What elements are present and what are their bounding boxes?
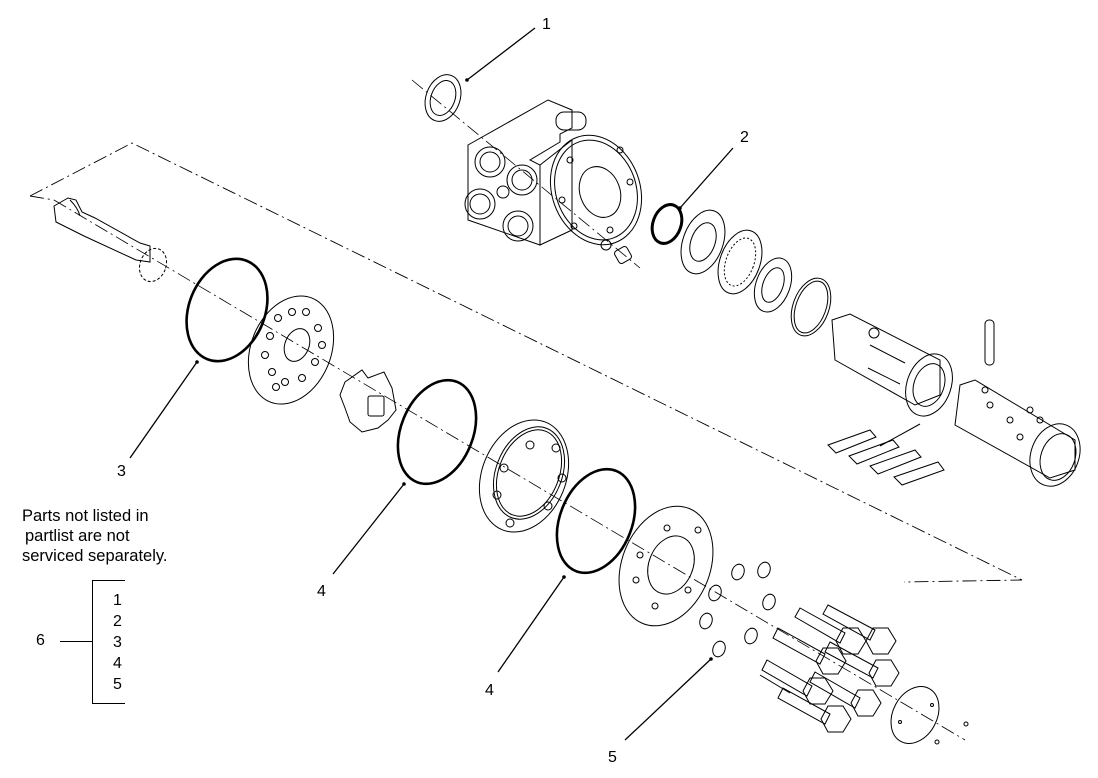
o-ring-2 [650,203,684,245]
callout-4a: 4 [317,583,326,600]
kit-item: 3 [113,634,122,651]
washers [699,561,776,658]
cap-screws [759,604,900,733]
kit-item: 5 [113,676,122,693]
cardan-shaft [53,197,168,283]
o-ring-4b [555,467,637,575]
note-line-3: serviced separately. [22,547,168,565]
spool [831,313,953,417]
center-axis [53,79,966,741]
callout-2: 2 [740,129,749,146]
kit-label: 6 [36,632,45,649]
gear-ring [478,419,570,533]
callout-5: 5 [608,749,617,766]
o-ring-4a [396,378,478,486]
leader-dots [195,78,713,661]
name-plate [890,686,969,745]
gear-rotor [339,369,397,433]
cross-pin [984,319,995,366]
service-note: Parts not listed in partlist are not ser… [22,506,168,566]
assembly-boundary [29,142,1023,583]
note-line-1: Parts not listed in [22,507,149,525]
kit-bracket: 1 2 3 4 5 [92,580,125,704]
callout-3: 3 [117,463,126,480]
o-ring-3 [185,257,269,363]
end-cover [618,505,714,627]
leader-lines [129,27,734,741]
callout-4b: 4 [485,682,494,699]
centering-springs [827,423,945,486]
check-valve [600,239,632,264]
kit-item: 2 [113,613,122,630]
dust-seal-ring [424,74,462,122]
callout-1: 1 [542,16,551,33]
kit-item: 4 [113,655,122,672]
distributor-plate [247,295,335,405]
steering-housing [464,99,643,246]
kit-leader-line [60,641,92,642]
note-line-2: partlist are not [25,527,130,545]
kit-item: 1 [113,592,122,609]
sleeve [954,379,1081,487]
bearing-washers [680,209,832,337]
